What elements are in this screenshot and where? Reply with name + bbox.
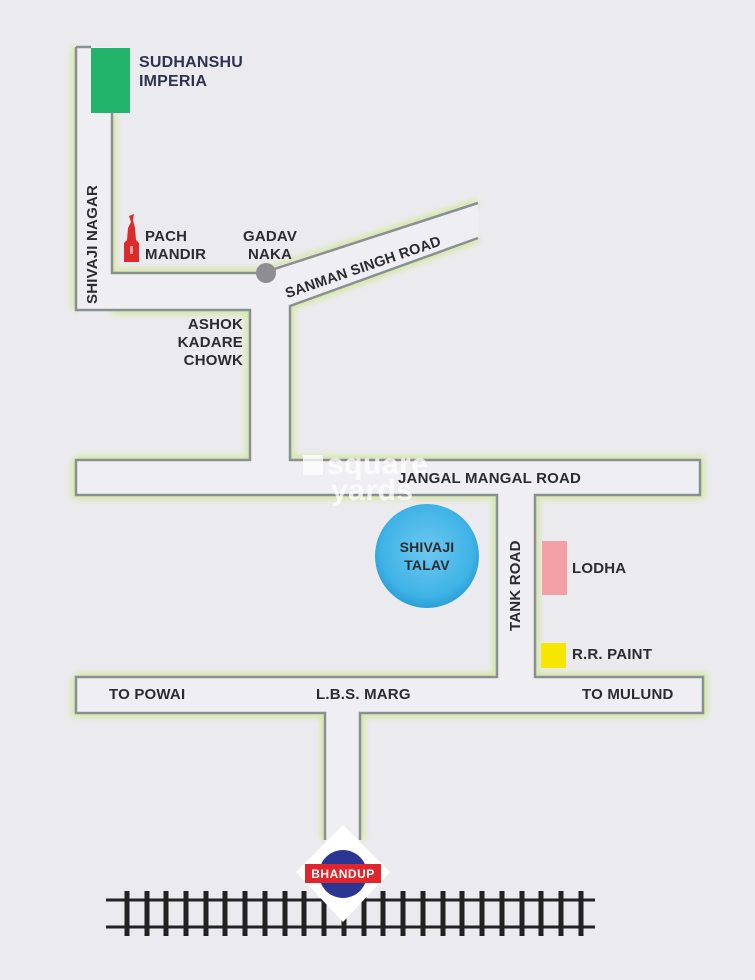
project-label: SUDHANSHU IMPERIA (139, 54, 244, 90)
road-edges (74, 45, 705, 840)
road-label-tank-road: TANK ROAD (507, 540, 524, 631)
lodha-marker (542, 541, 567, 595)
road-label-to-powai: TO POWAI (109, 686, 186, 703)
junction-dot-icon (256, 263, 276, 283)
road-label-shivaji-nagar: SHIVAJI NAGAR (84, 184, 101, 304)
road-label-to-mulund: TO MULUND (582, 686, 674, 703)
road-glow (71, 47, 708, 840)
lake-icon (375, 504, 479, 608)
rr-paint-marker (541, 643, 566, 668)
landmark-label-gadav-naka: GADAV NAKA (243, 228, 298, 263)
station-sign[interactable] (296, 825, 390, 922)
road-label-lbs-marg: L.B.S. MARG (316, 686, 411, 703)
temple-icon (124, 214, 139, 262)
landmark-label-shivaji-talav: SHIVAJI TALAV (399, 539, 455, 573)
project-marker[interactable] (91, 48, 130, 113)
landmark-label-lodha: LODHA (572, 560, 627, 577)
landmark-label-pach-mandir: PACH MANDIR (145, 228, 207, 263)
landmark-label-ashok-kadare-chowk: ASHOK KADARE CHOWK (177, 316, 243, 369)
road-surfaces (76, 47, 703, 843)
road-label-jangal-mangal: JANGAL MANGAL ROAD (398, 470, 582, 487)
station-label: BHANDUP (311, 867, 375, 881)
landmark-label-rr-paint: R.R. PAINT (572, 646, 653, 663)
watermark: square yards (303, 450, 428, 506)
watermark-logo-icon (303, 455, 323, 475)
